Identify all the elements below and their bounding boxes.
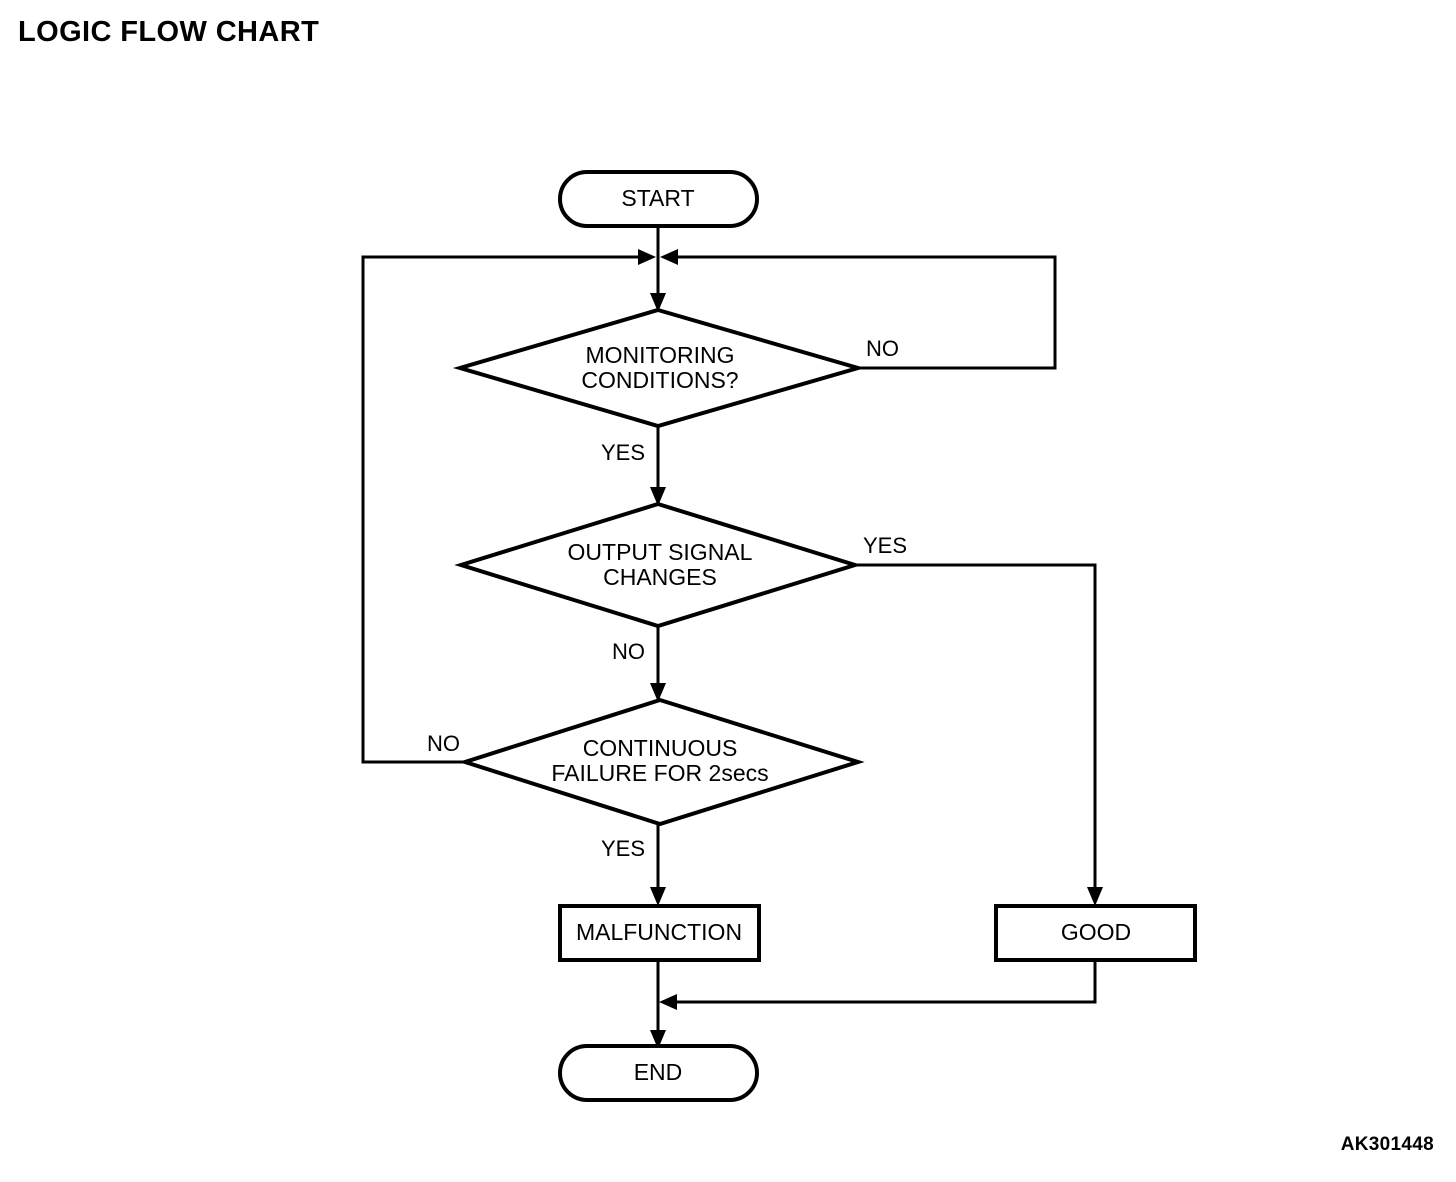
edge-output-signal-yes (855, 563, 1097, 897)
edge-label-monitoring-yes: YES (601, 440, 645, 465)
edge-continuous-failure-no-loop (361, 255, 645, 764)
node-output-signal-line1: OUTPUT SIGNAL (568, 539, 753, 565)
arrowhead-down-to-continuous-failure (650, 683, 666, 702)
node-good-label: GOOD (1061, 919, 1131, 945)
edge-label-continuous-failure-no: NO (427, 731, 460, 756)
arrowhead-left-into-junction (660, 249, 678, 265)
node-output-signal-changes[interactable] (454, 501, 862, 629)
node-monitoring-conditions[interactable] (452, 307, 866, 429)
arrowhead-down-to-monitoring (650, 293, 666, 312)
arrowhead-right-into-junction (638, 249, 656, 265)
node-continuous-failure-line1: CONTINUOUS (583, 735, 738, 761)
page-title: LOGIC FLOW CHART (18, 16, 320, 48)
edge-label-output-signal-yes: YES (863, 533, 907, 558)
node-output-signal-line2: CHANGES (603, 564, 717, 590)
node-start-label: START (621, 185, 694, 211)
arrowhead-left-merge-to-end (659, 994, 677, 1010)
edge-label-continuous-failure-yes: YES (601, 836, 645, 861)
node-end-label: END (634, 1059, 683, 1085)
drawing-code-label: AK301448 (1340, 1134, 1434, 1155)
node-good[interactable] (994, 904, 1197, 962)
node-monitoring-line2: CONDITIONS? (581, 367, 738, 393)
arrowhead-down-to-output-signal (650, 487, 666, 506)
arrowhead-down-to-malfunction (650, 887, 666, 906)
node-continuous-failure[interactable] (458, 697, 865, 827)
node-monitoring-line1: MONITORING (585, 342, 734, 368)
arrowhead-down-to-good (1087, 887, 1103, 906)
edge-good-to-end (670, 960, 1097, 1004)
arrowhead-down-to-end (650, 1030, 666, 1049)
node-malfunction-label: MALFUNCTION (576, 919, 742, 945)
edge-label-monitoring-no: NO (866, 336, 899, 361)
edge-monitoring-no-loop (672, 255, 1057, 370)
edge-label-output-signal-no: NO (612, 639, 645, 664)
node-malfunction[interactable] (558, 904, 761, 962)
node-end[interactable] (558, 1044, 759, 1102)
node-continuous-failure-line2: FAILURE FOR 2secs (551, 760, 768, 786)
node-start[interactable] (558, 170, 759, 228)
